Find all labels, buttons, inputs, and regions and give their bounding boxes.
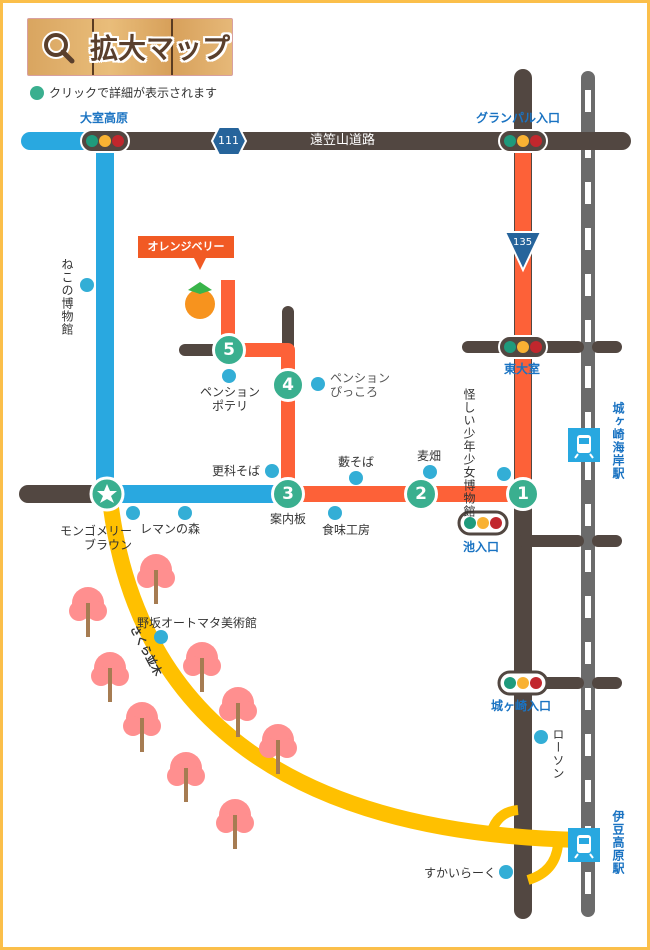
sakura-tree-icon [123,702,161,752]
sakura-tree-icon [183,642,221,692]
sakura-tree-icon [91,652,129,702]
station-jogasaki-kaigan-label: 城ヶ崎海岸駅 [611,402,625,480]
route-135-label: 135 [513,237,533,248]
magnifier-icon [42,31,75,64]
intersection-ike: 池入口 [463,540,500,554]
intersection-omuro-kogen: 大室高原 [80,111,129,125]
sakura-tree-icon [137,554,175,604]
orange-berry-tag[interactable]: オレンジベリー [138,236,234,258]
spot-skylark[interactable]: すかいらーく [424,866,497,880]
intersection-jogasaki: 城ヶ崎入口 [491,699,552,713]
map-title-banner: 拡大マップ [27,18,233,76]
sakura-tree-icon [219,687,257,737]
spot-dots [80,278,548,879]
page-title: 拡大マップ [90,32,231,65]
spot-annai[interactable]: 案内板 [270,512,307,526]
sakura-trees [69,554,297,849]
spot-piccoro[interactable]: ペンション ぴっころ [330,371,391,399]
intersection-granpal: グランパル入口 [476,111,561,125]
hint-text: クリックで詳細が表示されます [49,86,218,100]
station-jogasaki-kaigan[interactable] [568,428,600,462]
spot-ayashii[interactable]: 怪しい少年少女博物館 [462,388,476,518]
spot-montgomery[interactable]: モンゴメリー ブラウン [60,524,133,552]
marker-2[interactable]: 2 [404,477,438,511]
marker-5[interactable]: 5 [212,333,246,367]
main-road-label: 遠笠山道路 [310,133,376,148]
route-111-shield [210,126,248,156]
sakura-tree-icon [216,799,254,849]
spot-shokumi[interactable]: 食味工房 [322,523,371,537]
intersection-higashi-omuro: 東大室 [504,362,541,376]
spot-nosaka[interactable]: 野坂オートマタ美術館 [137,616,258,630]
marker-4[interactable]: 4 [271,368,305,402]
traffic-lights [80,129,549,696]
sakura-tree-icon [167,752,205,802]
route-111-label: 111 [218,134,239,147]
marker-legend-icon [30,86,44,100]
sakura-tree-icon [69,587,107,637]
spot-nekono[interactable]: ねこの博物館 [60,258,74,336]
train-icon [574,835,594,859]
marker-3[interactable]: 3 [271,477,305,511]
station-izu-kogen[interactable] [568,828,600,862]
orange-route [221,150,531,502]
spot-leman[interactable]: レマンの森 [140,522,201,536]
route-135-shield [503,231,543,273]
spot-potery[interactable]: ペンション ポテリ [200,385,261,413]
sakura-tree-icon [259,724,297,774]
sakura-road [102,499,581,885]
station-izu-kogen-label: 伊豆高原駅 [611,810,625,875]
marker-1[interactable]: 1 [506,477,540,511]
train-icon [574,435,594,459]
spot-lawson[interactable]: ローソン [551,728,565,780]
star-marker [89,476,125,512]
orange-berry-icon [185,258,215,319]
spot-sarashina[interactable]: 更科そば [212,464,261,478]
spot-yabu[interactable]: 藪そば [338,455,375,469]
spot-mugi[interactable]: 麦畑 [417,449,442,463]
